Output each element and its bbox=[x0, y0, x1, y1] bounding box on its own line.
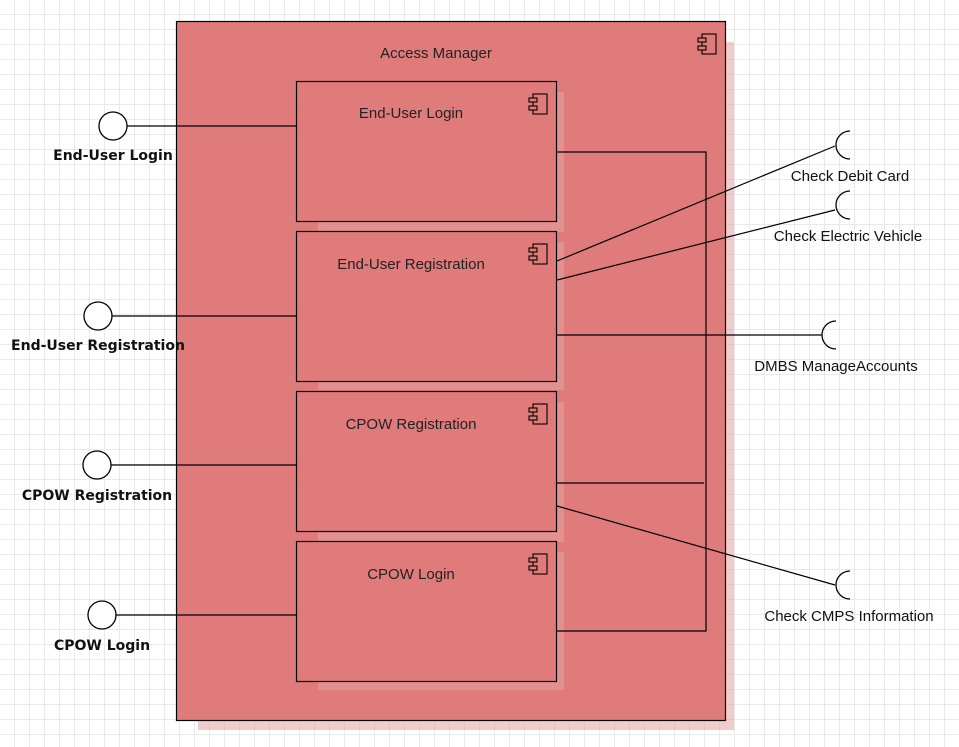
lollipop-icon bbox=[83, 301, 113, 331]
component-icon bbox=[528, 553, 548, 575]
sub-component-end-user-registration[interactable]: End-User Registration bbox=[295, 230, 565, 391]
provided-interface-label: End-User Registration bbox=[11, 338, 185, 354]
component-icon bbox=[528, 403, 548, 425]
provided-interface-end-user-login[interactable]: End-User Login bbox=[53, 111, 297, 164]
end-user-registration-title: End-User Registration bbox=[337, 256, 485, 273]
lollipop-icon bbox=[82, 450, 112, 480]
cpow-registration-title: CPOW Registration bbox=[346, 416, 477, 433]
sub-component-end-user-login[interactable]: End-User Login bbox=[295, 80, 565, 233]
cpow-registration-box bbox=[295, 390, 558, 533]
end-user-registration-box bbox=[295, 230, 558, 383]
component-icon bbox=[697, 33, 717, 55]
sub-component-cpow-login[interactable]: CPOW Login bbox=[295, 540, 565, 691]
provided-interface-label: CPOW Login bbox=[54, 638, 150, 654]
required-interface-dmbs-manageaccounts[interactable]: DMBS ManageAccounts bbox=[557, 320, 918, 375]
component-icon bbox=[528, 243, 548, 265]
required-interface-check-debit-card[interactable]: Check Debit Card bbox=[556, 130, 909, 262]
provided-interface-cpow-login[interactable]: CPOW Login bbox=[54, 600, 297, 654]
required-interface-check-cmps-information[interactable]: Check CMPS Information bbox=[556, 505, 934, 625]
provided-interface-label: CPOW Registration bbox=[22, 488, 172, 504]
sub-component-cpow-registration[interactable]: CPOW Registration bbox=[295, 390, 565, 543]
required-interface-label: Check Electric Vehicle bbox=[774, 228, 922, 245]
required-interface-check-electric-vehicle[interactable]: Check Electric Vehicle bbox=[556, 190, 922, 281]
socket-icon bbox=[835, 190, 851, 220]
end-user-login-box bbox=[295, 80, 558, 223]
required-interface-label: DMBS ManageAccounts bbox=[754, 358, 917, 375]
required-interface-label: Check CMPS Information bbox=[764, 608, 933, 625]
required-interface-label: Check Debit Card bbox=[791, 168, 909, 185]
socket-icon bbox=[835, 570, 851, 600]
lollipop-icon bbox=[87, 600, 117, 630]
cpow-login-title: CPOW Login bbox=[367, 566, 455, 583]
internal-bus-line bbox=[557, 151, 707, 632]
provided-interface-label: End-User Login bbox=[53, 148, 173, 164]
socket-icon bbox=[821, 320, 837, 350]
end-user-login-title: End-User Login bbox=[359, 105, 463, 122]
component-icon bbox=[528, 93, 548, 115]
access-manager-title: Access Manager bbox=[380, 45, 492, 62]
provided-interface-cpow-registration[interactable]: CPOW Registration bbox=[22, 450, 297, 504]
socket-icon bbox=[835, 130, 851, 160]
lollipop-icon bbox=[98, 111, 128, 141]
cpow-login-box bbox=[295, 540, 558, 683]
provided-interface-end-user-registration[interactable]: End-User Registration bbox=[11, 301, 297, 354]
